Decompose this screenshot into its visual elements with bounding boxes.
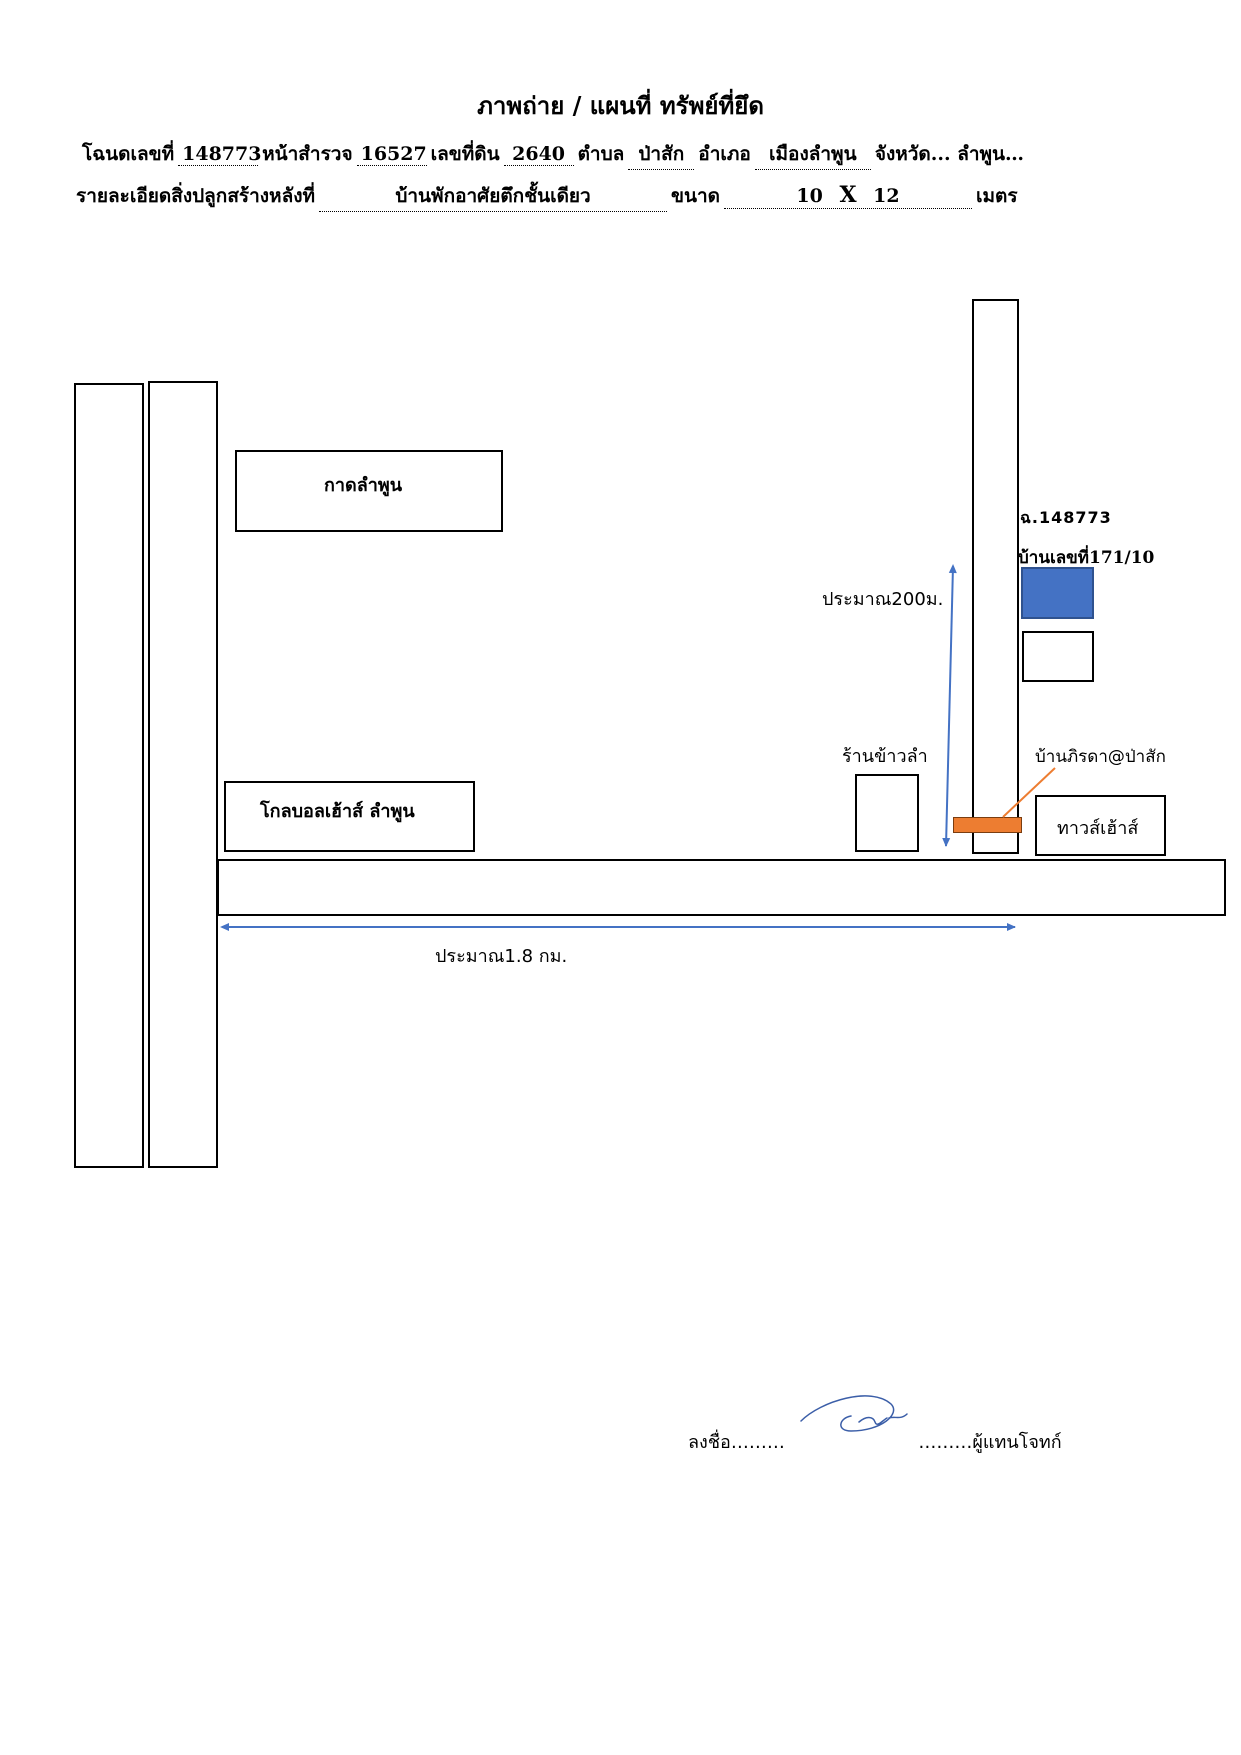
subdistrict-label: ตำบล — [577, 143, 625, 165]
distance-200m-arrow — [942, 564, 957, 847]
landmark-kad-lamphun-label: กาดลำพูน — [324, 475, 403, 496]
landmark-phirada-label: บ้านภิรดา@ป่าสัก — [1035, 747, 1166, 767]
land-label: เลขที่ดิน — [430, 143, 500, 165]
unit-label: เมตร — [976, 185, 1018, 207]
deed-reference-label: ฉ.148773 — [1020, 508, 1112, 527]
road-left-2 — [148, 381, 218, 1168]
size-value: 10 X 12 — [724, 182, 973, 209]
deed-info-line: โฉนดเลขที่ 148773 หน้าสำรวจ 16527 เลขที่… — [82, 139, 1024, 170]
detail-value: บ้านพักอาศัยตึกชั้นเดียว — [319, 181, 668, 212]
province-text: จังหวัด... ลำพูน… — [874, 143, 1025, 165]
target-house — [1021, 567, 1094, 619]
road-left-1 — [74, 383, 144, 1168]
landmark-rice-shop-label: ร้านข้าวลำ — [842, 746, 928, 767]
detail-label: รายละเอียดสิ่งปลูกสร้างหลังที่ — [76, 185, 316, 207]
landmark-townhouse — [1035, 795, 1166, 856]
phirada-callout-line — [1002, 767, 1056, 818]
signature-prefix: ลงชื่อ……… — [688, 1432, 785, 1453]
signature-line: ลงชื่อ……… ………ผู้แทนโจทก์ — [688, 1395, 1062, 1456]
size-a: 10 — [796, 185, 823, 207]
district-value: เมืองลำพูน — [754, 139, 871, 170]
landmark-kad-lamphun — [235, 450, 503, 532]
subdistrict-value: ป่าสัก — [628, 139, 695, 170]
target-house-lot — [1022, 631, 1094, 682]
building-info-line: รายละเอียดสิ่งปลูกสร้างหลังที่ บ้านพักอา… — [76, 181, 1018, 212]
landmark-townhouse-label: ทาวส์เฮ้าส์ — [1057, 818, 1139, 839]
land-number: 2640 — [503, 143, 574, 166]
size-b: 12 — [873, 185, 900, 207]
distance-1-8km-label: ประมาณ1.8 กม. — [435, 946, 568, 967]
road-horizontal — [217, 859, 1226, 916]
deed-number: 148773 — [178, 143, 261, 166]
landmark-global-house — [224, 781, 475, 852]
handwritten-signature — [799, 1395, 908, 1432]
deed-label: โฉนดเลขที่ — [82, 143, 175, 165]
size-x: X — [839, 182, 857, 208]
house-number-label: บ้านเลขที่171/10 — [1018, 548, 1155, 568]
survey-label: หน้าสำรวจ — [262, 143, 353, 165]
distance-200m-label: ประมาณ200ม. — [822, 589, 944, 610]
landmark-rice-shop — [855, 774, 919, 852]
page-title: ภาพถ่าย / แผนที่ ทรัพย์ที่ยึด — [477, 91, 764, 120]
survey-number: 16527 — [356, 143, 427, 166]
district-label: อำเภอ — [698, 143, 751, 165]
landmark-global-house-label: โกลบอลเฮ้าส์ ลำพูน — [260, 801, 415, 822]
road-right-vertical — [972, 299, 1019, 854]
size-label: ขนาด — [671, 185, 721, 207]
signature-mark — [791, 1395, 913, 1448]
signature-suffix: ………ผู้แทนโจทก์ — [918, 1432, 1062, 1453]
